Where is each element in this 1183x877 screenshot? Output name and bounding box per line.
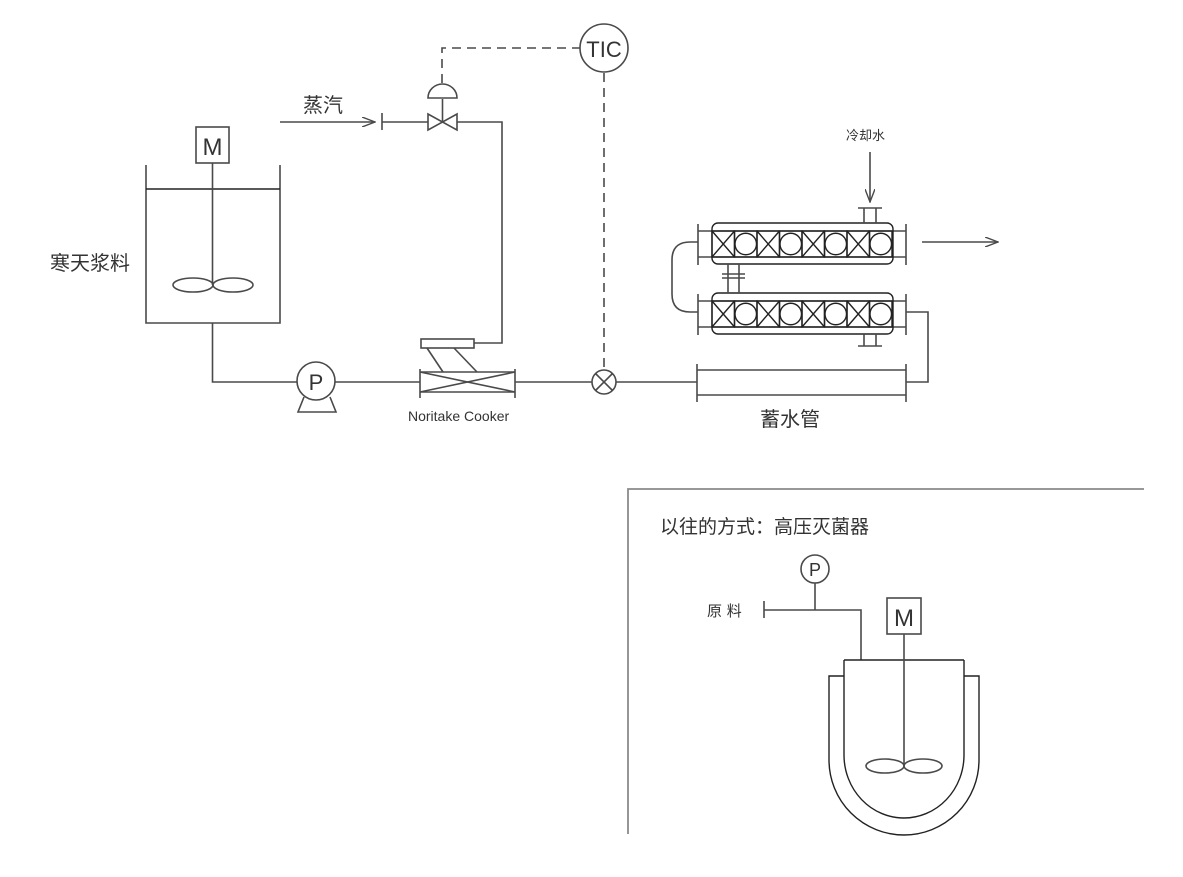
tube-cross-icon [846,230,871,258]
autoclave-motor-label: M [894,605,914,632]
tube-cell [778,300,803,328]
agitator-icon [172,163,254,293]
tube-cell [868,230,893,258]
tank-outlet-pipe [211,323,297,383]
holding-tube [696,364,907,402]
gauge-label: P [809,560,821,580]
u-bend-pipe [671,241,698,313]
tube-cross-icon [756,300,781,328]
tube-circle-icon [824,302,848,326]
tube-circle-icon [869,232,893,256]
autoclave-motor-icon: M [886,597,922,635]
tube-circle-icon [734,302,758,326]
inset-frame [627,488,1144,834]
tube-cross-icon [756,230,781,258]
tube-cross-icon [801,230,826,258]
tank-motor-label: M [203,134,223,161]
shell-connector [722,264,745,293]
feed-pipe [764,609,862,660]
feed-label: 原 料 [707,602,742,620]
tube-cross-icon [801,300,826,328]
tube-cell [823,230,848,258]
tube-cross-icon [846,300,871,328]
tube-cross-icon [711,300,736,328]
pump-icon: P [296,361,338,413]
steam-label: 蒸汽 [303,93,343,117]
tube-circle-icon [869,302,893,326]
inset-title: 以往的方式：高压灭菌器 [660,516,869,538]
tank-label: 寒天浆料 [50,251,130,275]
tube-circle-icon [779,302,803,326]
tic-label: TIC [586,37,622,62]
tube-circle-icon [734,232,758,256]
pressure-gauge-icon: P [800,554,830,610]
tube-cross-icon [711,230,736,258]
tube-cell [823,300,848,328]
control-signal-line [441,47,580,83]
cooling-water-inlet-nozzle [858,207,882,223]
cooling-water-outlet-nozzle [858,334,882,347]
cooling-water-label: 冷却水 [846,129,885,144]
holding-tube-label: 蓄水管 [760,407,820,431]
heat-exchanger-lower [697,292,907,335]
tic-controller: TIC [579,23,629,73]
tank-motor-icon: M [195,126,230,164]
tube-circle-icon [779,232,803,256]
autoclave-agitator-icon [865,634,943,774]
tube-cell [733,230,758,258]
holding-to-exchanger-pipe [906,311,929,383]
temperature-sensor-icon [591,369,617,395]
tube-cell [868,300,893,328]
steam-to-cooker-pipe [457,121,503,344]
pump-label: P [309,370,324,395]
control-valve-icon [427,83,458,132]
cooker-label: Noritake Cooker [408,408,509,424]
tube-cell [778,230,803,258]
noritake-cooker [419,338,516,398]
tube-cell [733,300,758,328]
tube-circle-icon [824,232,848,256]
heat-exchanger-upper [697,222,907,265]
